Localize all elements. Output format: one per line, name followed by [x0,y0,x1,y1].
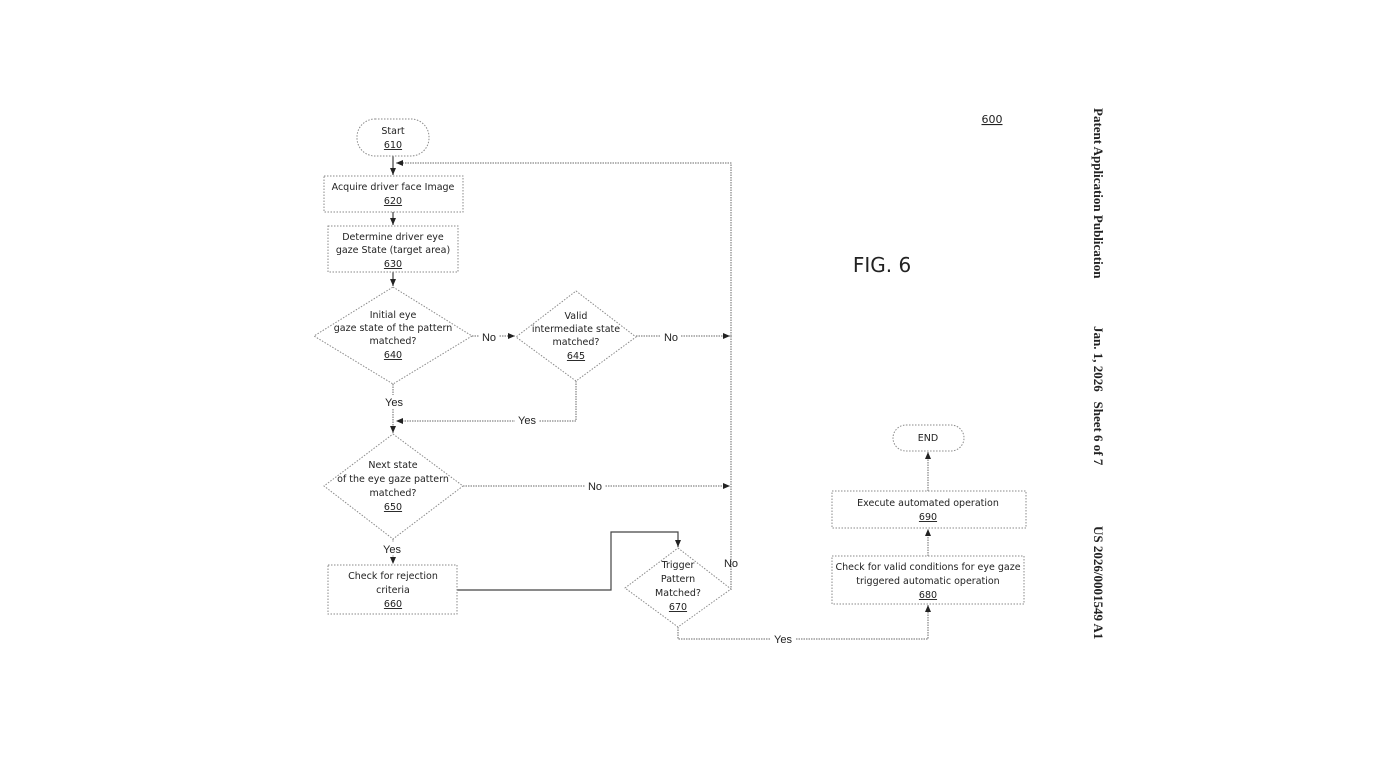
node-conditions-text-1: Check for valid conditions for eye gaze [835,562,1020,573]
figure-ref: 600 [982,113,1003,126]
edge-645-650-yes [396,381,577,424]
node-next-text-3: matched? [370,488,417,499]
node-rejection-ref: 660 [384,599,402,610]
node-initial-text-3: matched? [370,336,417,347]
node-rejection-text-2: criteria [376,585,410,596]
date-sheet: Jan. 1, 2026 Sheet 6 of 7 [1091,326,1106,466]
node-start: Start 610 [356,118,430,157]
edge-label-yes-670: Yes [774,634,792,646]
edge-label-no-645: No [664,332,678,344]
node-start-ref: 610 [384,140,402,151]
node-initial-ref: 640 [384,350,402,361]
node-conditions: Check for valid conditions for eye gaze … [831,555,1025,605]
node-rejection: Check for rejection criteria 660 [327,564,458,615]
edge-label-yes-650: Yes [383,544,401,556]
node-next-ref: 650 [384,502,402,513]
node-next-text-2: of the eye gaze pattern [337,474,449,485]
node-determine-ref: 630 [384,259,402,270]
node-next-decision: Next state of the eye gaze pattern match… [323,433,464,540]
node-end-text: END [918,433,938,444]
edge-label-no-670: No [724,558,738,570]
node-intermediate-text-3: matched? [553,337,600,348]
node-determine: Determine driver eye gaze State (target … [327,225,459,273]
node-intermediate-text-2: intermediate state [532,324,620,335]
node-execute-text: Execute automated operation [857,498,999,509]
node-intermediate-ref: 645 [567,351,585,362]
edge-loop-back [396,160,732,336]
node-acquire-text: Acquire driver face Image [332,182,455,193]
node-next-text-1: Next state [368,460,417,471]
node-trigger-text-1: Trigger [661,560,695,571]
node-rejection-text-1: Check for rejection [348,571,438,582]
node-start-text: Start [381,126,404,137]
node-conditions-ref: 680 [919,590,937,601]
publication-number: US 2026/0001549 A1 [1091,526,1106,640]
node-initial-text-1: Initial eye [370,310,417,321]
edge-660-670 [457,531,681,591]
edge-label-yes-645: Yes [518,415,536,427]
node-conditions-text-2: triggered automatic operation [856,576,999,587]
node-initial-text-2: gaze state of the pattern [334,323,452,334]
node-execute-ref: 690 [919,512,937,523]
node-determine-text-1: Determine driver eye [342,232,444,243]
node-trigger-text-3: Matched? [655,588,701,599]
node-end: END [892,424,965,452]
connectors [390,156,931,640]
edge-670-680-yes [677,605,931,640]
figure-label: FIG. 6 [853,253,911,277]
node-acquire: Acquire driver face Image 620 [323,175,464,213]
edge-label-no-640: No [482,332,496,344]
node-acquire-ref: 620 [384,196,402,207]
node-intermediate-decision: Valid intermediate state matched? 645 [515,290,637,382]
node-initial-decision: Initial eye gaze state of the pattern ma… [313,286,473,385]
node-determine-text-2: gaze State (target area) [336,245,450,256]
node-trigger-decision: Trigger Pattern Matched? 670 [624,547,732,628]
node-trigger-ref: 670 [669,602,687,613]
edge-label-yes-640: Yes [385,397,403,409]
node-execute: Execute automated operation 690 [831,490,1027,529]
node-intermediate-text-1: Valid [565,311,588,322]
edge-label-no-650: No [588,481,602,493]
node-trigger-text-2: Pattern [661,574,695,585]
publication-title: Patent Application Publication [1091,108,1106,279]
